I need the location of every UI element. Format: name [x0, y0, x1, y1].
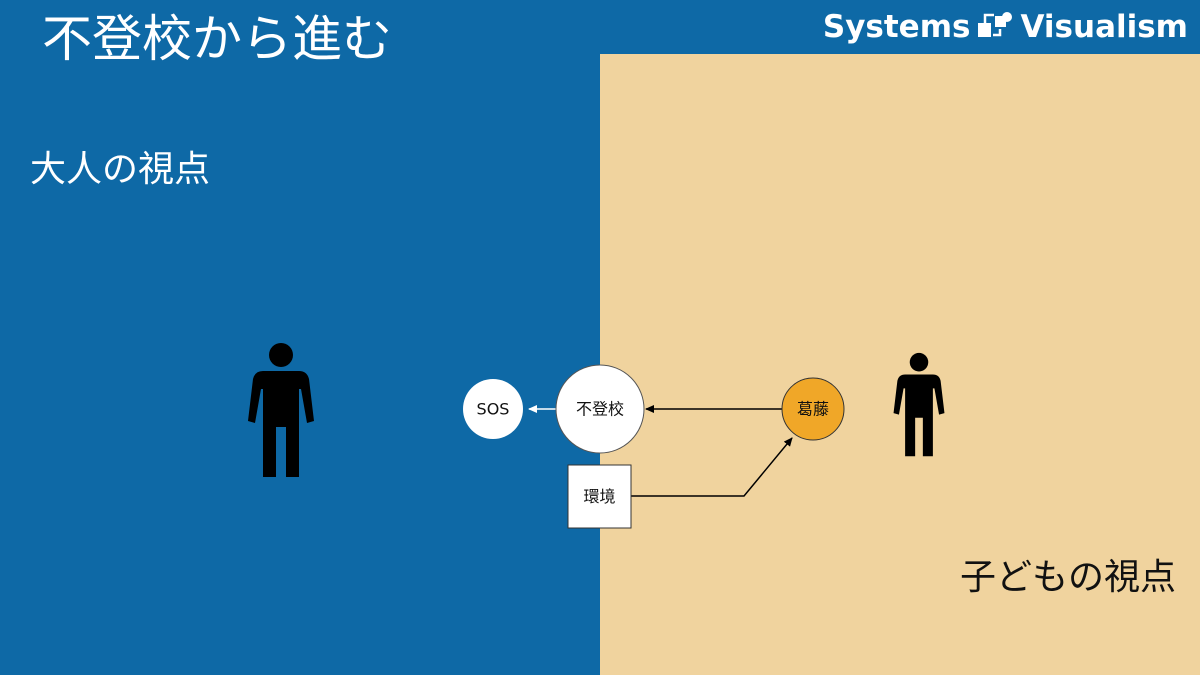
futoko-node [555, 364, 645, 454]
futoko-node-label: 不登校 [576, 400, 624, 419]
katto-node [781, 377, 845, 441]
child-view-panel [600, 54, 1200, 675]
brand-logo: Systems Visualism [823, 6, 1188, 48]
adult-view-label: 大人の視点 [30, 149, 211, 190]
child-person-icon [893, 352, 945, 457]
kankyo-node-label: 環境 [583, 487, 615, 506]
sos-node-label: SOS [477, 400, 510, 419]
katto-node-label: 葛藤 [797, 400, 829, 419]
slide-title: 不登校から進む [42, 10, 392, 68]
brand-word-visualism: Visualism [1020, 9, 1188, 45]
child-view-label: 子どもの視点 [959, 557, 1176, 598]
sos-node [463, 379, 523, 439]
adult-person-icon [248, 343, 314, 477]
edge-kankyo-to-katto [631, 437, 793, 497]
systems-visualism-logo-icon [978, 11, 1013, 43]
kankyo-node [567, 464, 632, 529]
brand-word-systems: Systems [822, 9, 971, 45]
